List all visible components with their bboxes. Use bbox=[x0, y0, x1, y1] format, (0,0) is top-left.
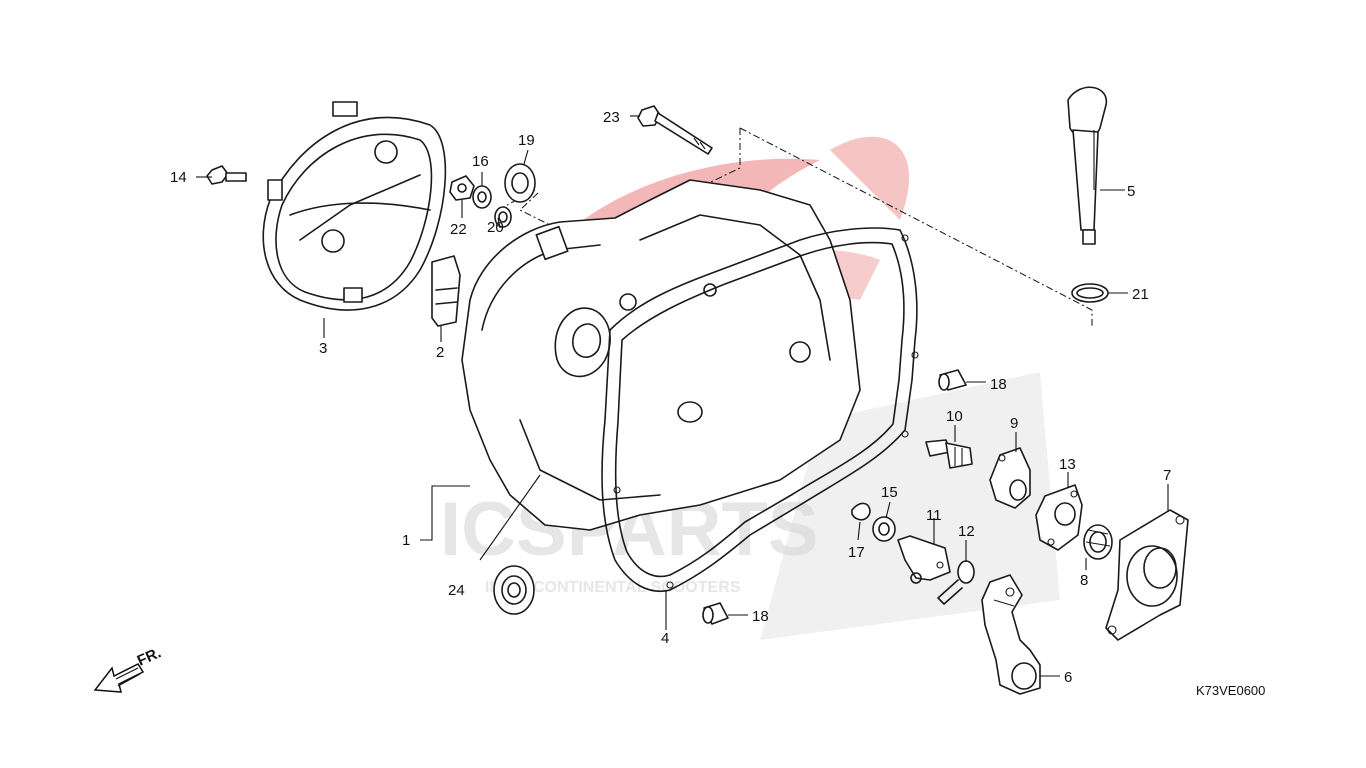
part-18-dowel-pin-lower bbox=[702, 602, 729, 625]
callout-21: 21 bbox=[1132, 286, 1149, 303]
callout-13: 13 bbox=[1059, 456, 1076, 473]
callout-18-lower: 18 bbox=[752, 608, 769, 625]
callout-22: 22 bbox=[450, 221, 467, 238]
callout-6: 6 bbox=[1064, 669, 1072, 686]
part-12-spring-pin bbox=[937, 560, 975, 605]
part-13-plate bbox=[1035, 484, 1083, 551]
callout-5: 5 bbox=[1127, 183, 1135, 200]
callout-14: 14 bbox=[170, 169, 187, 186]
callout-8: 8 bbox=[1080, 572, 1088, 589]
part-11-lever bbox=[897, 535, 951, 584]
callout-17: 17 bbox=[848, 544, 865, 561]
part-18-dowel-pin-upper bbox=[938, 369, 967, 391]
callout-9: 9 bbox=[1010, 415, 1018, 432]
callout-4: 4 bbox=[661, 630, 669, 647]
part-5-dipstick bbox=[1067, 86, 1107, 245]
callout-3: 3 bbox=[319, 340, 327, 357]
callout-labels: 1 2 3 4 5 6 7 8 9 10 11 12 13 14 15 16 1… bbox=[170, 109, 1171, 686]
callout-16: 16 bbox=[472, 153, 489, 170]
part-4-gasket bbox=[601, 227, 919, 592]
direction-label: FR. bbox=[135, 644, 164, 669]
part-23-long-bolt bbox=[637, 105, 713, 155]
callout-20: 20 bbox=[487, 219, 504, 236]
callout-19: 19 bbox=[518, 132, 535, 149]
part-3-outer-cover bbox=[262, 101, 447, 311]
callout-2: 2 bbox=[436, 344, 444, 361]
part-8-spring bbox=[1083, 524, 1113, 560]
part-21-o-ring bbox=[1071, 283, 1109, 303]
callout-15: 15 bbox=[881, 484, 898, 501]
callout-1: 1 bbox=[402, 532, 410, 549]
part-15-washer bbox=[872, 516, 896, 542]
part-2-grommet bbox=[431, 255, 461, 327]
part-22-nut bbox=[449, 175, 475, 201]
callout-18-upper: 18 bbox=[990, 376, 1007, 393]
part-10-stud bbox=[925, 439, 973, 469]
part-14-bolt bbox=[206, 165, 247, 185]
part-19-seal bbox=[504, 163, 536, 203]
leader-lines bbox=[196, 115, 1169, 677]
callout-23: 23 bbox=[603, 109, 620, 126]
callout-24: 24 bbox=[448, 582, 465, 599]
part-17-clip bbox=[851, 502, 871, 521]
part-16-washer bbox=[472, 185, 492, 209]
part-7-lifter-cover bbox=[1105, 509, 1189, 641]
front-direction-arrow: FR. bbox=[93, 644, 164, 693]
callout-11: 11 bbox=[926, 507, 942, 524]
callout-12: 12 bbox=[958, 523, 975, 540]
part-9-bracket bbox=[989, 447, 1031, 509]
watermark-tagline: INTERCONTINENTAL SCOOTERS bbox=[485, 579, 741, 596]
callout-7: 7 bbox=[1163, 467, 1171, 484]
part-1-crankcase-cover bbox=[461, 179, 861, 531]
diagram-code: K73VE0600 bbox=[1196, 683, 1265, 698]
part-24-bearing bbox=[493, 565, 535, 615]
callout-10: 10 bbox=[946, 408, 963, 425]
